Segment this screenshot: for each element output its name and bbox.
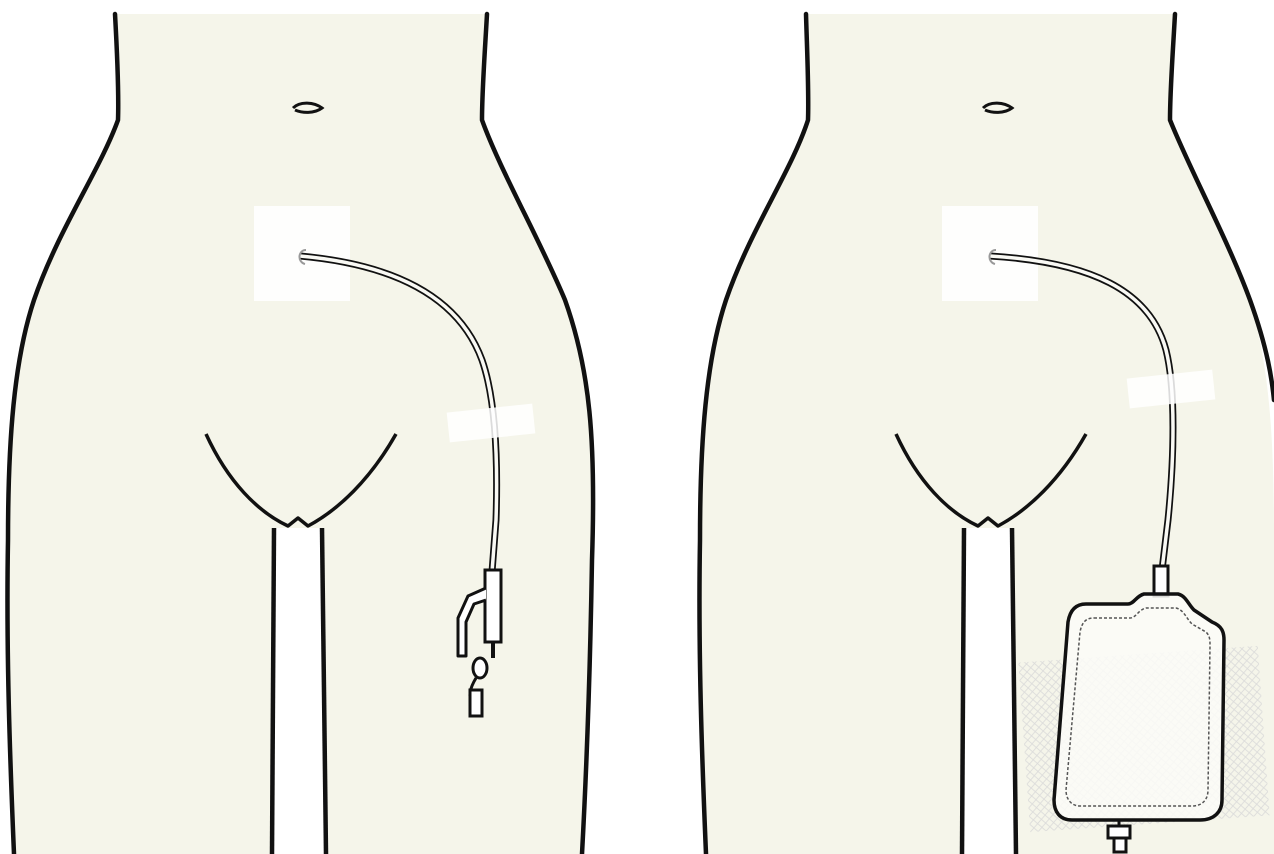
right-bag-inlet	[1154, 566, 1168, 596]
right-inner-thigh-left	[962, 528, 964, 854]
left-inner-thigh-left	[272, 528, 274, 854]
left-panel	[7, 14, 593, 854]
right-panel	[699, 14, 1274, 854]
right-drainage-bag	[1054, 594, 1224, 852]
